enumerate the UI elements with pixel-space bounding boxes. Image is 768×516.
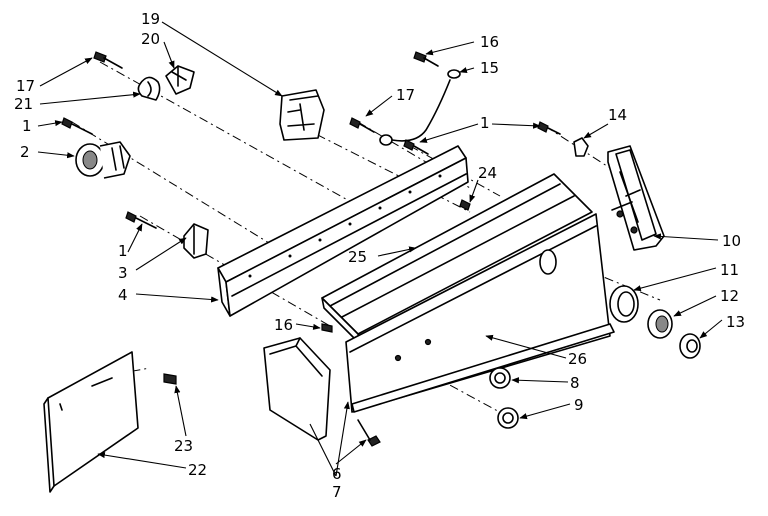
ring-11-part [609,285,639,323]
screw-17-part [93,51,123,69]
callout-13: 13 [726,313,745,331]
callout-10: 10 [722,232,741,250]
ring-12-part [647,309,673,339]
clip-21-part [137,76,161,101]
callout-22: 22 [188,461,207,479]
screw-1c-part [537,121,561,135]
callout-25: 25 [348,248,367,266]
end-panel-10-part [607,145,665,251]
bracket-19-part [279,89,325,141]
clip-14-part [573,137,589,157]
callout-21: 21 [14,95,33,113]
callout-20: 20 [141,30,160,48]
callout-labels: 19 20 16 15 17 21 1 2 17 1 14 24 10 25 1… [14,10,745,501]
cover-plate-22-part [43,351,139,493]
callout-1: 1 [118,242,128,260]
screw-16-part [413,51,439,67]
callout-6: 6 [332,465,342,483]
screw-1b-part [403,139,429,155]
knob-13-part [679,333,701,359]
callout-12: 12 [720,287,739,305]
end-cap-7-part [263,337,331,441]
screw-24-part [459,199,471,211]
callout-19: 19 [141,10,160,28]
console-26-part [345,213,615,413]
screw-1d-part [125,211,157,229]
rail-4-part [217,145,469,317]
bracket-3-part [183,223,209,259]
grommet-part [379,134,393,146]
callout-14: 14 [608,106,627,124]
callout-3: 3 [118,264,128,282]
knob-8-part [489,367,511,389]
component-20-part [165,65,195,95]
switch-2-part [75,141,131,179]
screw-17b-part [349,117,375,133]
callout-24: 24 [478,164,497,182]
callout-26: 26 [568,350,587,368]
callout-23: 23 [174,437,193,455]
washer-15-part [391,69,461,142]
callout-17: 17 [396,86,415,104]
callout-2: 2 [20,143,30,161]
callout-7: 7 [332,483,342,501]
screw-16b-part [321,323,333,333]
callout-8: 8 [570,374,580,392]
callout-15: 15 [480,59,499,77]
screw-23-part [163,373,177,385]
trim-25-part [321,173,593,345]
leader-lines [37,21,723,477]
callout-11: 11 [720,261,739,279]
callout-4: 4 [118,286,128,304]
callout-16: 16 [480,33,499,51]
callout-17: 17 [16,77,35,95]
callout-9: 9 [574,396,584,414]
screw-6-part [357,419,381,447]
callout-1: 1 [480,114,490,132]
callout-16: 16 [274,316,293,334]
knob-9-part [497,407,519,429]
screw-1-part [61,117,93,135]
callout-1: 1 [22,117,32,135]
